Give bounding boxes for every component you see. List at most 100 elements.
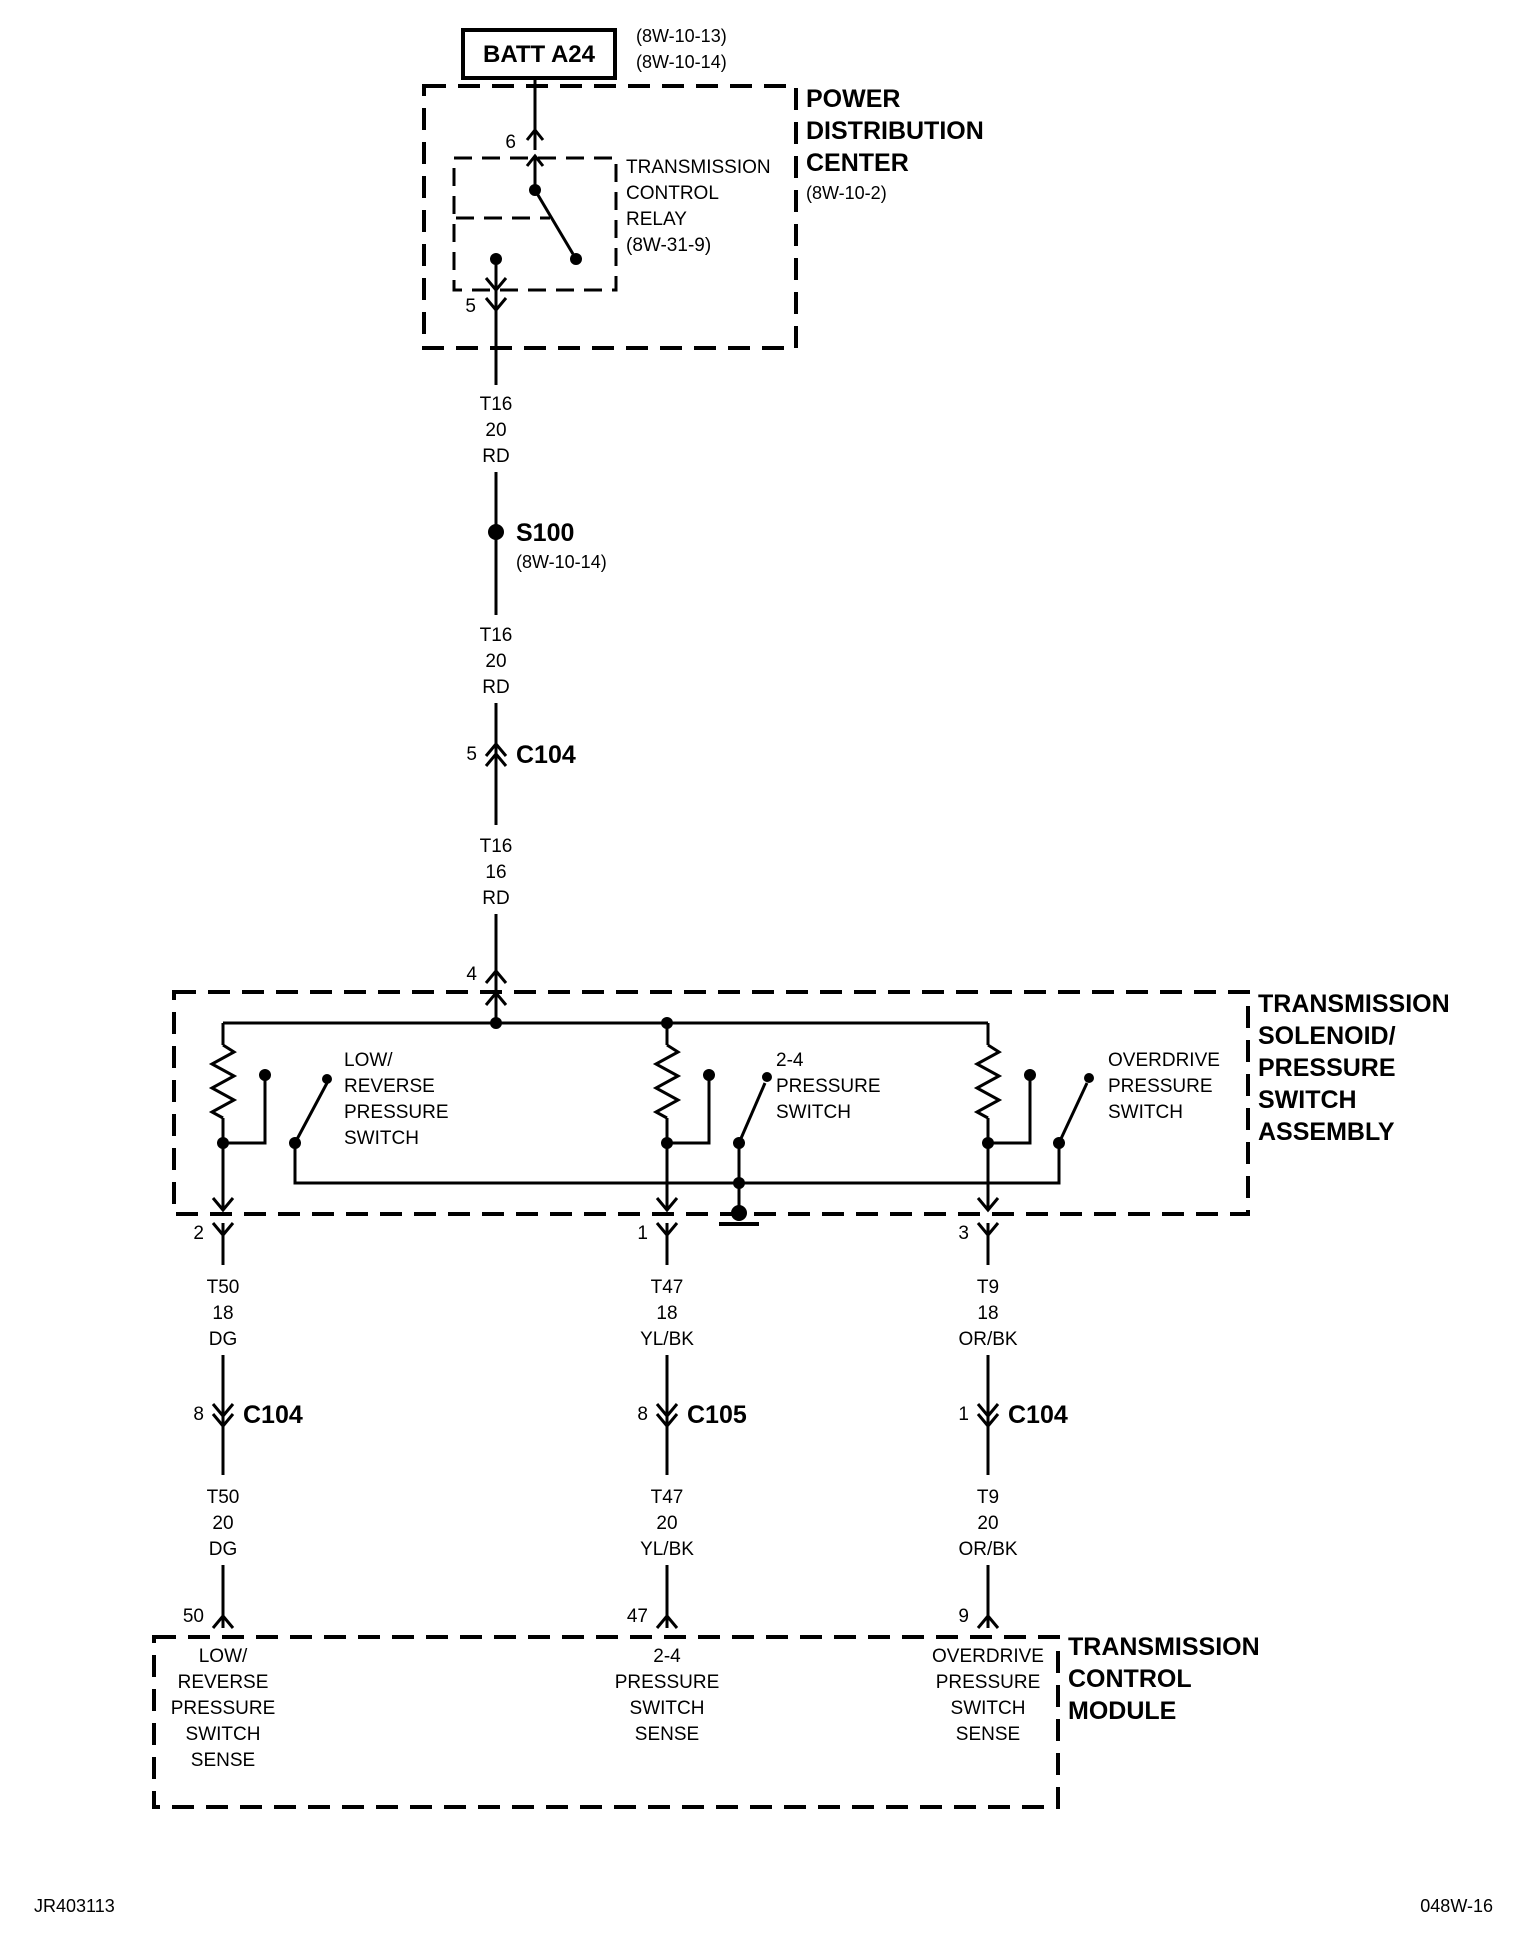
tcm-od-sense-1: OVERDRIVE (932, 1646, 1044, 1667)
lr-switch-blade (293, 1082, 329, 1144)
relay-pin5-label: 5 (465, 296, 476, 317)
lr-switch-label-2: REVERSE (344, 1076, 435, 1097)
lr-conn-pin: 8 (193, 1404, 204, 1425)
od-switch-blade (1057, 1082, 1089, 1144)
s24-switch-fixed-contact (703, 1069, 715, 1081)
lr-pin-label: 2 (193, 1223, 204, 1244)
s24-wire-bottom-circuit: T47 (651, 1487, 684, 1508)
assembly-title-1: TRANSMISSION (1258, 990, 1450, 1018)
s24-switch-blade (737, 1082, 767, 1144)
tcm-lr-sense-4: SWITCH (186, 1724, 261, 1745)
s24-switch-fixed-lead (667, 1075, 711, 1145)
od-tcm-pin-terminal (976, 1613, 1000, 1629)
s24-conn-chevron-2 (655, 1413, 679, 1429)
relay-armature (533, 189, 575, 255)
tcm-od-sense-4: SENSE (956, 1724, 1020, 1745)
wire-a-gauge: 20 (485, 420, 506, 441)
s24-switch-tip (762, 1072, 772, 1082)
tcm-enclosure (152, 1635, 1060, 1809)
lr-wire-bottom-color: DG (209, 1539, 238, 1560)
s24-switch-label-1: 2-4 (776, 1050, 804, 1071)
s24-switch-label-3: SWITCH (776, 1102, 851, 1123)
lr-switch-label-3: PRESSURE (344, 1102, 449, 1123)
lr-switch-label-1: LOW/ (344, 1050, 393, 1071)
lr-conn-label: C104 (243, 1401, 303, 1429)
s24-pin-label: 1 (637, 1223, 648, 1244)
od-pin-label: 3 (958, 1223, 969, 1244)
s24-wire-top-color: YL/BK (640, 1329, 694, 1350)
ground-bus-junction (733, 1177, 745, 1189)
od-conn-label: C104 (1008, 1401, 1068, 1429)
od-switch-label-3: SWITCH (1108, 1102, 1183, 1123)
pdc-title-3: CENTER (806, 149, 909, 177)
s24-conn-label: C105 (687, 1401, 747, 1429)
wire-b-color: RD (482, 677, 509, 698)
od-wire-top-gauge: 18 (977, 1303, 998, 1324)
lr-switch-fixed-lead (223, 1075, 267, 1145)
assembly-inner-terminal (484, 990, 508, 1006)
tcm-od-sense-2: PRESSURE (936, 1672, 1041, 1693)
tcm-lr-sense-1: LOW/ (199, 1646, 248, 1667)
wire-c-circuit: T16 (480, 836, 513, 857)
c104-main-chevron-1 (484, 741, 508, 757)
splice-s100 (488, 524, 504, 540)
pdc-ref: (8W-10-2) (806, 183, 887, 203)
s24-tcm-pin: 47 (627, 1606, 648, 1627)
wire-b-gauge: 20 (485, 651, 506, 672)
assembly-title-2: SOLENOID/ (1258, 1022, 1396, 1050)
s24-wire-bottom-gauge: 20 (656, 1513, 677, 1534)
footer-right-code: 048W-16 (1420, 1896, 1493, 1916)
s24-conn-pin: 8 (637, 1404, 648, 1425)
assembly-bus-junction-feed (490, 1017, 502, 1029)
assembly-pin4-terminal (484, 968, 508, 984)
od-wire-top-color: OR/BK (958, 1329, 1017, 1350)
tcm-lr-sense-5: SENSE (191, 1750, 255, 1771)
lr-conn-chevron-2 (211, 1413, 235, 1429)
od-switch-fixed-contact (1024, 1069, 1036, 1081)
s24-solenoid-resistor (652, 1043, 682, 1120)
od-wire-bottom-gauge: 20 (977, 1513, 998, 1534)
relay-pin6-terminal (525, 127, 545, 141)
wire-a-circuit: T16 (480, 394, 513, 415)
od-inner-arrow (976, 1197, 1000, 1213)
relay-label-1: TRANSMISSION (626, 157, 771, 178)
wire-a-color: RD (482, 446, 509, 467)
lr-wire-top-circuit: T50 (207, 1277, 240, 1298)
s24-wire-top-circuit: T47 (651, 1277, 684, 1298)
lr-wire-top-gauge: 18 (212, 1303, 233, 1324)
od-wire-top-circuit: T9 (977, 1277, 999, 1298)
lr-conn-chevron-1 (211, 1403, 235, 1419)
batt-source-label: BATT A24 (483, 41, 596, 68)
relay-contact-point (570, 253, 582, 265)
tcm-title-2: CONTROL (1068, 1665, 1192, 1693)
s24-inner-arrow (655, 1197, 679, 1213)
tcm-lr-sense-2: REVERSE (178, 1672, 269, 1693)
lr-wire-bottom-gauge: 20 (212, 1513, 233, 1534)
lr-tcm-pin: 50 (183, 1606, 204, 1627)
s24-tcm-pin-terminal (655, 1613, 679, 1629)
od-switch-tip (1084, 1073, 1094, 1083)
tcm-s24-sense-2: PRESSURE (615, 1672, 720, 1693)
batt-ref-1: (8W-10-13) (636, 26, 727, 46)
assembly-ground-bus (293, 1148, 1061, 1185)
lr-solenoid-resistor (208, 1043, 238, 1120)
tcm-s24-sense-4: SENSE (635, 1724, 699, 1745)
ground-splice (731, 1205, 747, 1221)
c104-main-chevron-2 (484, 751, 508, 767)
od-switch-fixed-lead (988, 1075, 1032, 1145)
batt-ref-2: (8W-10-14) (636, 52, 727, 72)
relay-label-4: (8W-31-9) (626, 235, 711, 256)
splice-ref: (8W-10-14) (516, 552, 607, 572)
tcm-od-sense-3: SWITCH (951, 1698, 1026, 1719)
lr-wire-top-color: DG (209, 1329, 238, 1350)
tcm-s24-sense-1: 2-4 (653, 1646, 681, 1667)
od-tcm-pin: 9 (958, 1606, 969, 1627)
footer-left-code: JR403113 (34, 1896, 115, 1916)
s24-conn-chevron-1 (655, 1403, 679, 1419)
c104-main-label: C104 (516, 741, 576, 769)
wire-b-circuit: T16 (480, 625, 513, 646)
assembly-title-4: SWITCH (1258, 1086, 1357, 1114)
od-conn-pin: 1 (958, 1404, 969, 1425)
relay-pin6-label: 6 (505, 132, 516, 153)
